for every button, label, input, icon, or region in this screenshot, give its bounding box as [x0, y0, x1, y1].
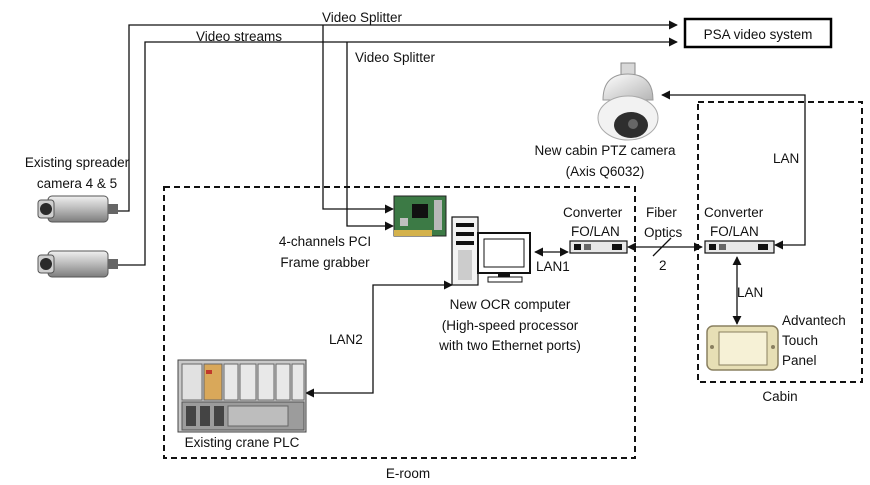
ptz-dome-camera-icon	[597, 62, 659, 141]
psa-video-system-box: PSA video system	[683, 17, 833, 49]
crane-plc-icon	[177, 359, 307, 433]
frame-grabber-label-1: 4-channels PCI	[279, 234, 371, 249]
spreader-camera-label-2: camera 4 & 5	[37, 176, 117, 191]
converter-right-label-1: Converter	[704, 205, 764, 220]
frame-grabber-label-2: Frame grabber	[280, 255, 370, 270]
converter-right-label-2: FO/LAN	[710, 224, 759, 239]
ocr-label-2: (High-speed processor	[442, 318, 579, 333]
e-room-boundary	[163, 186, 636, 459]
touch-panel-label-2: Touch	[782, 333, 818, 348]
lan2-label: LAN2	[329, 332, 363, 347]
converter-left-label-2: FO/LAN	[571, 224, 620, 239]
video-splitter-label-second: Video Splitter	[355, 50, 436, 65]
cabin-lan-wire	[661, 90, 806, 250]
converter-right-icon	[704, 240, 775, 254]
touch-lan-label: LAN	[737, 285, 763, 300]
cabin-label: Cabin	[762, 389, 797, 404]
ocr-label-1: New OCR computer	[450, 297, 571, 312]
ocr-computer-icon	[451, 216, 531, 286]
spreader-camera-label-1: Existing spreader	[25, 155, 130, 170]
crane-plc-label: Existing crane PLC	[185, 435, 300, 450]
lan1-label: LAN1	[536, 259, 570, 274]
e-room-label: E-room	[386, 466, 430, 481]
touch-panel-label-1: Advantech	[782, 313, 846, 328]
video-splitter-label-top: Video Splitter	[322, 10, 403, 25]
pci-frame-grabber-icon	[393, 195, 447, 237]
video-stream-wire-camera5	[118, 37, 678, 266]
touch-panel-icon	[706, 325, 779, 371]
touch-panel-label-3: Panel	[782, 353, 817, 368]
cabin-lan-label: LAN	[773, 151, 799, 166]
splitter-wire-1	[322, 25, 394, 214]
psa-video-system-label: PSA video system	[704, 27, 813, 42]
ptz-camera-label-1: New cabin PTZ camera	[534, 143, 676, 158]
fiber-count-label: 2	[659, 258, 667, 273]
video-stream-wire-camera4	[118, 20, 678, 212]
converter-left-icon	[569, 240, 628, 254]
video-streams-label: Video streams	[196, 29, 282, 44]
converter-left-label-1: Converter	[563, 205, 623, 220]
ocr-label-3: with two Ethernet ports)	[438, 338, 581, 353]
spreader-camera-5-icon	[37, 250, 118, 278]
lan2-wire	[305, 280, 453, 398]
fiber-label-2: Optics	[644, 225, 683, 240]
splitter-wire-2	[346, 42, 394, 231]
spreader-camera-4-icon	[37, 195, 118, 223]
fiber-label-1: Fiber	[646, 205, 677, 220]
ptz-camera-label-2: (Axis Q6032)	[566, 164, 645, 179]
